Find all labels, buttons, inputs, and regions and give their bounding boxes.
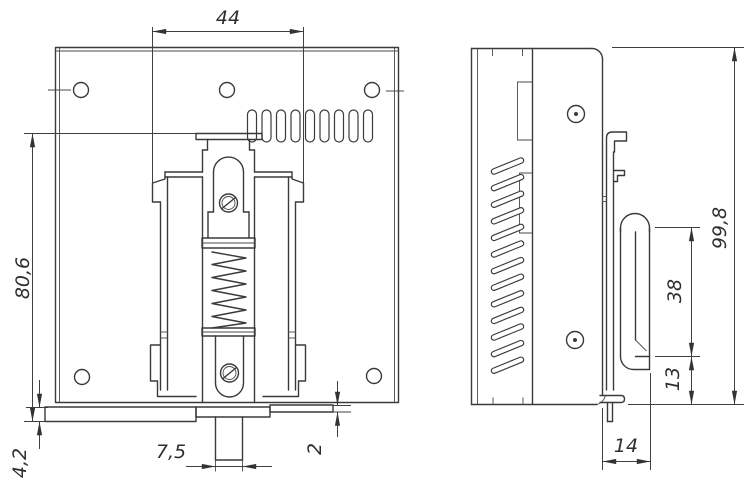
screw-bottom [219,363,240,383]
dim-2-label: 2 [304,443,326,455]
dimension-height-overall: 80,6 [12,133,196,422]
dimension-clip-lower: 13 [662,356,695,405]
dim-99-8-label: 99,8 [709,207,731,249]
dim-38-label: 38 [664,279,686,303]
dim-7-5-label: 7,5 [156,441,186,463]
clip-side-profile [619,212,651,233]
side-view: 99,8 38 13 14 [470,47,744,470]
dimension-width-top: 44 [152,7,304,183]
din-clip-carrier [149,132,307,404]
dim-14-label: 14 [614,435,638,457]
dimension-rail-depth: 14 [602,373,651,470]
dim-44-label: 44 [216,7,240,29]
dimension-step-height: 2 [304,381,351,455]
lower-slider [214,335,245,398]
dimension-tab-width: 7,5 [156,441,272,470]
spring [211,251,247,329]
rivets [565,104,586,350]
vent-slots [246,109,374,143]
plate-outline [54,46,400,404]
din-hooks [599,131,651,423]
front-view: 44 80,6 4,2 7,5 2 [9,7,404,478]
dimension-foot-thickness: 4,2 [9,380,48,478]
dim-13-label: 13 [662,367,684,391]
rail-feet [44,404,334,472]
dim-80-6-label: 80,6 [12,257,34,299]
upper-slider [212,156,245,213]
dim-4-2-label: 4,2 [9,448,31,478]
mounting-holes [48,81,404,386]
dimension-clip-opening: 38 [655,227,700,357]
louver-slats [490,157,525,374]
screw-top [218,193,239,213]
dimension-side-height: 99,8 [612,47,744,405]
